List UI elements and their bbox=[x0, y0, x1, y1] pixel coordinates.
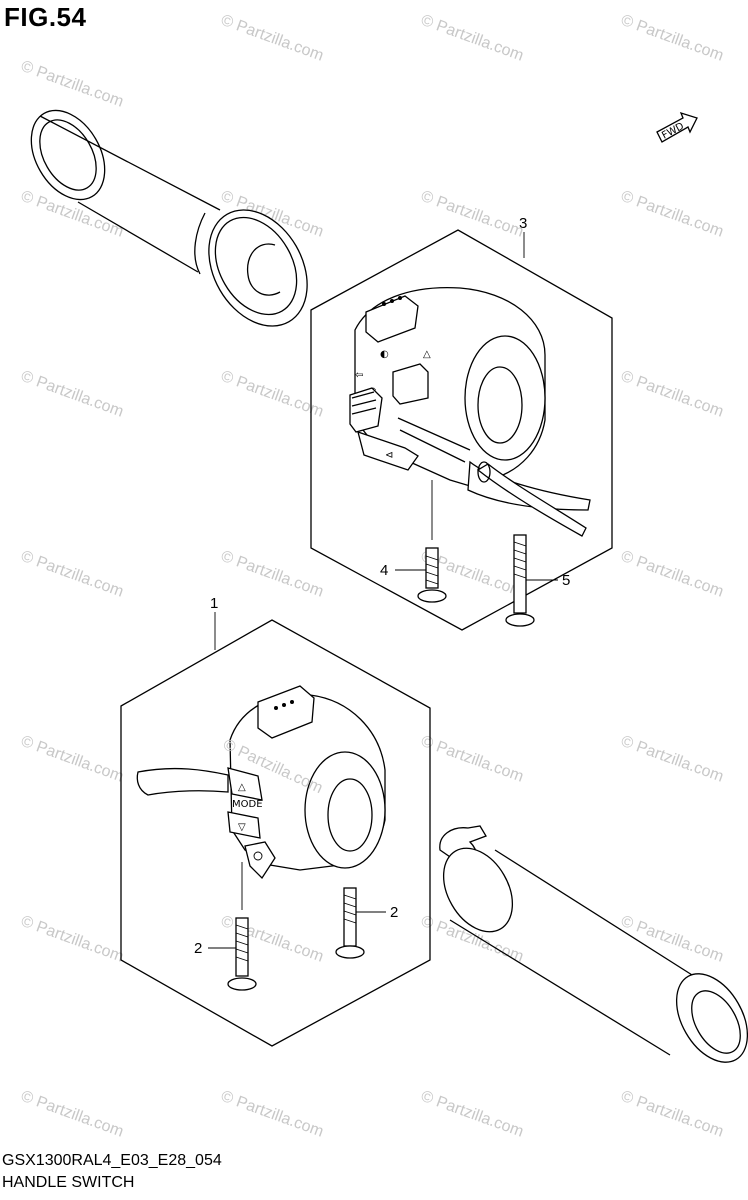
horn-icon: ⊲ bbox=[385, 450, 393, 461]
diagram-name: HANDLE SWITCH bbox=[2, 1174, 135, 1191]
left-handle-switch: △ MODE ▽ © Partzilla.com bbox=[136, 685, 386, 880]
watermark: © Partzilla.com bbox=[219, 548, 326, 601]
watermark: © Partzilla.com bbox=[419, 733, 526, 786]
callout-3: 3 bbox=[519, 215, 527, 232]
wire-lead bbox=[136, 767, 229, 796]
screw-part-2-right bbox=[335, 887, 365, 959]
turn-signal-icon: ⇦ bbox=[355, 370, 363, 381]
throttle-grip bbox=[439, 825, 748, 1063]
left-handlebar-grip bbox=[30, 109, 308, 327]
diagram-code: GSX1300RAL4_E03_E28_054 bbox=[2, 1152, 222, 1169]
right-handle-switch: ◐ △ ⇦ ⇨ ⊲ bbox=[349, 286, 591, 537]
assembly-frame-left-switch bbox=[120, 619, 431, 1047]
headlight-icon: ◐ bbox=[380, 349, 389, 360]
assembly-frame-right-switch bbox=[310, 229, 613, 631]
fwd-label: FWD bbox=[660, 121, 686, 142]
watermark: © Partzilla.com bbox=[19, 1088, 126, 1141]
callout-4: 4 bbox=[380, 562, 388, 579]
watermark: © Partzilla.com bbox=[419, 1088, 526, 1141]
callout-2a: 2 bbox=[194, 940, 202, 957]
watermark: © Partzilla.com bbox=[619, 548, 726, 601]
horn-button bbox=[357, 430, 419, 471]
down-arrow-icon: ▽ bbox=[238, 822, 246, 833]
down-button bbox=[227, 811, 261, 839]
callout-1: 1 bbox=[210, 595, 218, 612]
starter-switch bbox=[244, 841, 276, 880]
watermark: © Partzilla.com bbox=[19, 548, 126, 601]
figure-title: FIG.54 bbox=[4, 2, 87, 32]
up-button bbox=[227, 767, 263, 801]
watermark: © Partzilla.com bbox=[619, 733, 726, 786]
watermark: © Partzilla.com bbox=[619, 12, 726, 65]
callout-5: 5 bbox=[562, 572, 570, 589]
watermark: © Partzilla.com bbox=[219, 913, 326, 966]
hazard-button bbox=[392, 363, 429, 405]
watermark: © Partzilla.com bbox=[19, 368, 126, 421]
watermark: © Partzilla.com bbox=[419, 12, 526, 65]
screw-part-4 bbox=[417, 547, 447, 603]
screw-part-5 bbox=[505, 534, 535, 627]
watermark: © Partzilla.com bbox=[19, 733, 126, 786]
watermark: © Partzilla.com bbox=[619, 188, 726, 241]
watermark: © Partzilla.com bbox=[19, 58, 126, 111]
callout-2b: 2 bbox=[390, 904, 398, 921]
headlight-dimmer-button bbox=[365, 295, 419, 343]
watermark: © Partzilla.com bbox=[219, 1088, 326, 1141]
watermark: © Partzilla.com bbox=[419, 188, 526, 241]
mode-label: MODE bbox=[232, 799, 263, 810]
hazard-icon: △ bbox=[423, 349, 431, 360]
fwd-arrow-badge: FWD bbox=[656, 111, 698, 143]
watermark: © Partzilla.com bbox=[19, 913, 126, 966]
up-arrow-icon: △ bbox=[238, 782, 246, 793]
watermark: © Partzilla.com bbox=[219, 368, 326, 421]
watermark: © Partzilla.com bbox=[619, 1088, 726, 1141]
watermark-layer: © Partzilla.com © Partzilla.com © Partzi… bbox=[19, 12, 726, 1141]
passing-light-button bbox=[257, 685, 315, 739]
watermark: © Partzilla.com bbox=[619, 368, 726, 421]
screw-part-2-left bbox=[227, 917, 257, 991]
watermark: © Partzilla.com bbox=[219, 12, 326, 65]
